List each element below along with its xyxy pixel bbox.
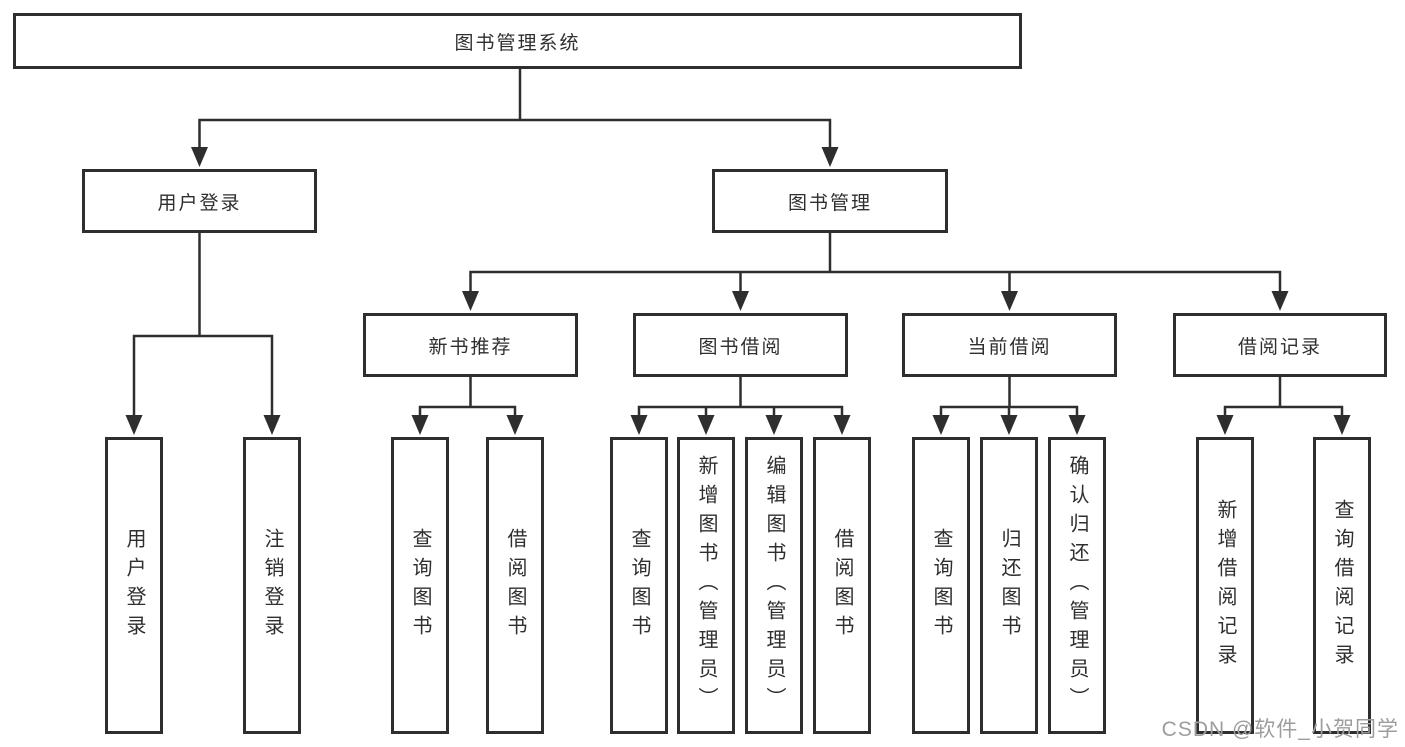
watermark: CSDN @软件_小贺同学 [1161,718,1399,741]
leaf-borrow-books: 借阅图书 [813,437,871,734]
node-label: 查询图书 [930,527,952,644]
leaf-confirm-return-admin: 确认归还（管理员） [1048,437,1106,734]
node-label: 借阅图书 [831,527,853,644]
node-label: 借阅图书 [504,527,526,644]
leaf-query-borrow-record: 查询借阅记录 [1313,437,1371,734]
node-label: 查询借阅记录 [1331,498,1353,673]
connector-current-borrowing-to-leaves [932,377,1086,435]
leaf-query-books: 查询图书 [391,437,449,734]
node-book-management: 图书管理 [712,169,948,233]
node-label: 新增图书（管理员） [695,455,717,716]
node-label: 新增借阅记录 [1214,498,1236,673]
connector-new-book-recommend-to-leaves [411,377,524,435]
node-label: 当前借阅 [967,336,1052,358]
leaf-user-login: 用户登录 [105,437,163,734]
node-label: 用户登录 [157,192,242,214]
node-label: 编辑图书（管理员） [763,455,785,716]
node-label: 查询图书 [628,527,650,644]
leaf-add-borrow-record: 新增借阅记录 [1196,437,1254,734]
leaf-add-books-admin: 新增图书（管理员） [677,437,735,734]
connector-borrowing-records-to-leaves [1216,377,1351,435]
node-book-management-system: 图书管理系统 [13,13,1022,69]
node-label: 注销登录 [261,527,283,644]
node-label: 归还图书 [998,527,1020,644]
node-label: 图书管理系统 [454,32,581,54]
node-borrowing-records: 借阅记录 [1173,313,1387,377]
node-user-login: 用户登录 [82,169,317,233]
node-label: 图书管理 [787,192,872,214]
connector-book-management-to-level3 [462,233,1289,311]
node-label: 新书推荐 [428,336,513,358]
node-current-borrowing: 当前借阅 [902,313,1117,377]
node-label: 查询图书 [409,527,431,644]
leaf-borrow-books: 借阅图书 [486,437,544,734]
node-label: 用户登录 [123,527,145,644]
connector-user-login-to-leaves [125,233,281,435]
leaf-logout-login: 注销登录 [243,437,301,734]
leaf-edit-books-admin: 编辑图书（管理员） [745,437,803,734]
node-book-borrowing: 图书借阅 [633,313,848,377]
leaf-query-books: 查询图书 [912,437,970,734]
node-label: 图书借阅 [698,336,783,358]
node-label: 确认归还（管理员） [1066,455,1088,716]
node-label: 借阅记录 [1237,336,1322,358]
connector-root-to-level2 [191,69,839,167]
leaf-query-books: 查询图书 [610,437,668,734]
node-new-book-recommend: 新书推荐 [363,313,578,377]
connector-book-borrowing-to-leaves [630,377,851,435]
leaf-return-books: 归还图书 [980,437,1038,734]
